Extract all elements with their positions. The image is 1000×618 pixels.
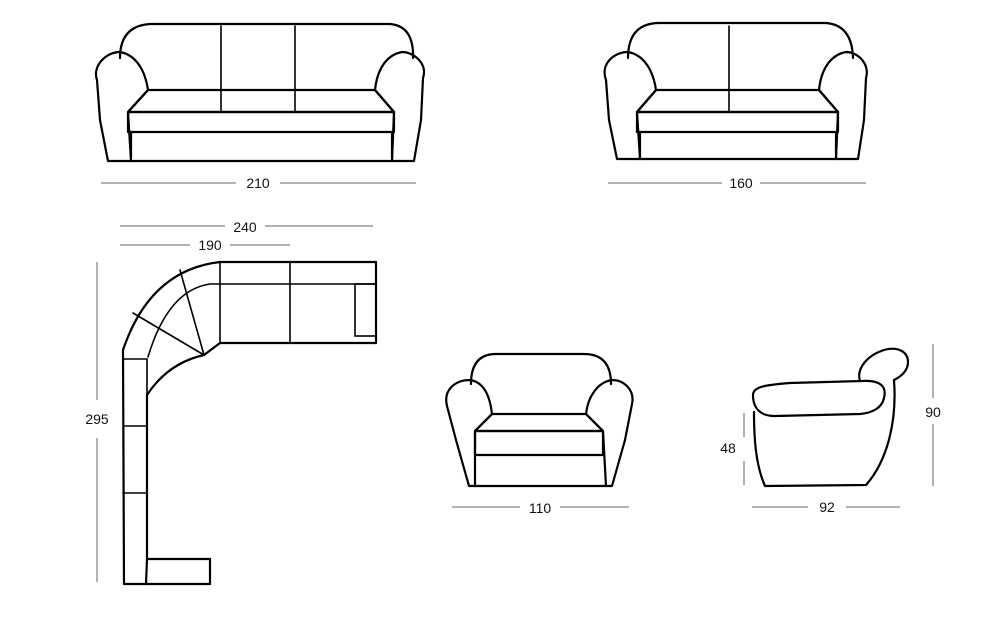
dim-sofa-two-seat-width: 160 bbox=[608, 175, 866, 191]
dim-armchair-seat-height: 48 bbox=[720, 413, 745, 485]
dim-label-210: 210 bbox=[246, 175, 270, 191]
dim-sofa-three-seat-width: 210 bbox=[101, 175, 416, 191]
dim-label-190: 190 bbox=[198, 237, 222, 253]
dim-corner-seat-width: 190 bbox=[120, 237, 290, 253]
armchair-front bbox=[445, 352, 634, 488]
dim-label-160: 160 bbox=[729, 175, 753, 191]
dim-label-295: 295 bbox=[85, 411, 109, 427]
dim-label-92: 92 bbox=[819, 499, 835, 515]
corner-sofa-top-view bbox=[121, 260, 378, 586]
dim-armchair-depth: 92 bbox=[752, 499, 900, 515]
dim-corner-total-width: 240 bbox=[120, 219, 373, 235]
dim-corner-depth: 295 bbox=[85, 262, 109, 582]
dim-label-90: 90 bbox=[925, 404, 941, 420]
two-seat-sofa-front bbox=[603, 21, 868, 161]
dim-armchair-width: 110 bbox=[452, 500, 629, 516]
dim-label-110: 110 bbox=[529, 500, 552, 516]
dim-armchair-total-height: 90 bbox=[925, 344, 941, 486]
armchair-side bbox=[751, 347, 910, 488]
three-seat-sofa-front bbox=[94, 22, 426, 163]
dim-label-48: 48 bbox=[720, 440, 736, 456]
dim-label-240: 240 bbox=[233, 219, 257, 235]
